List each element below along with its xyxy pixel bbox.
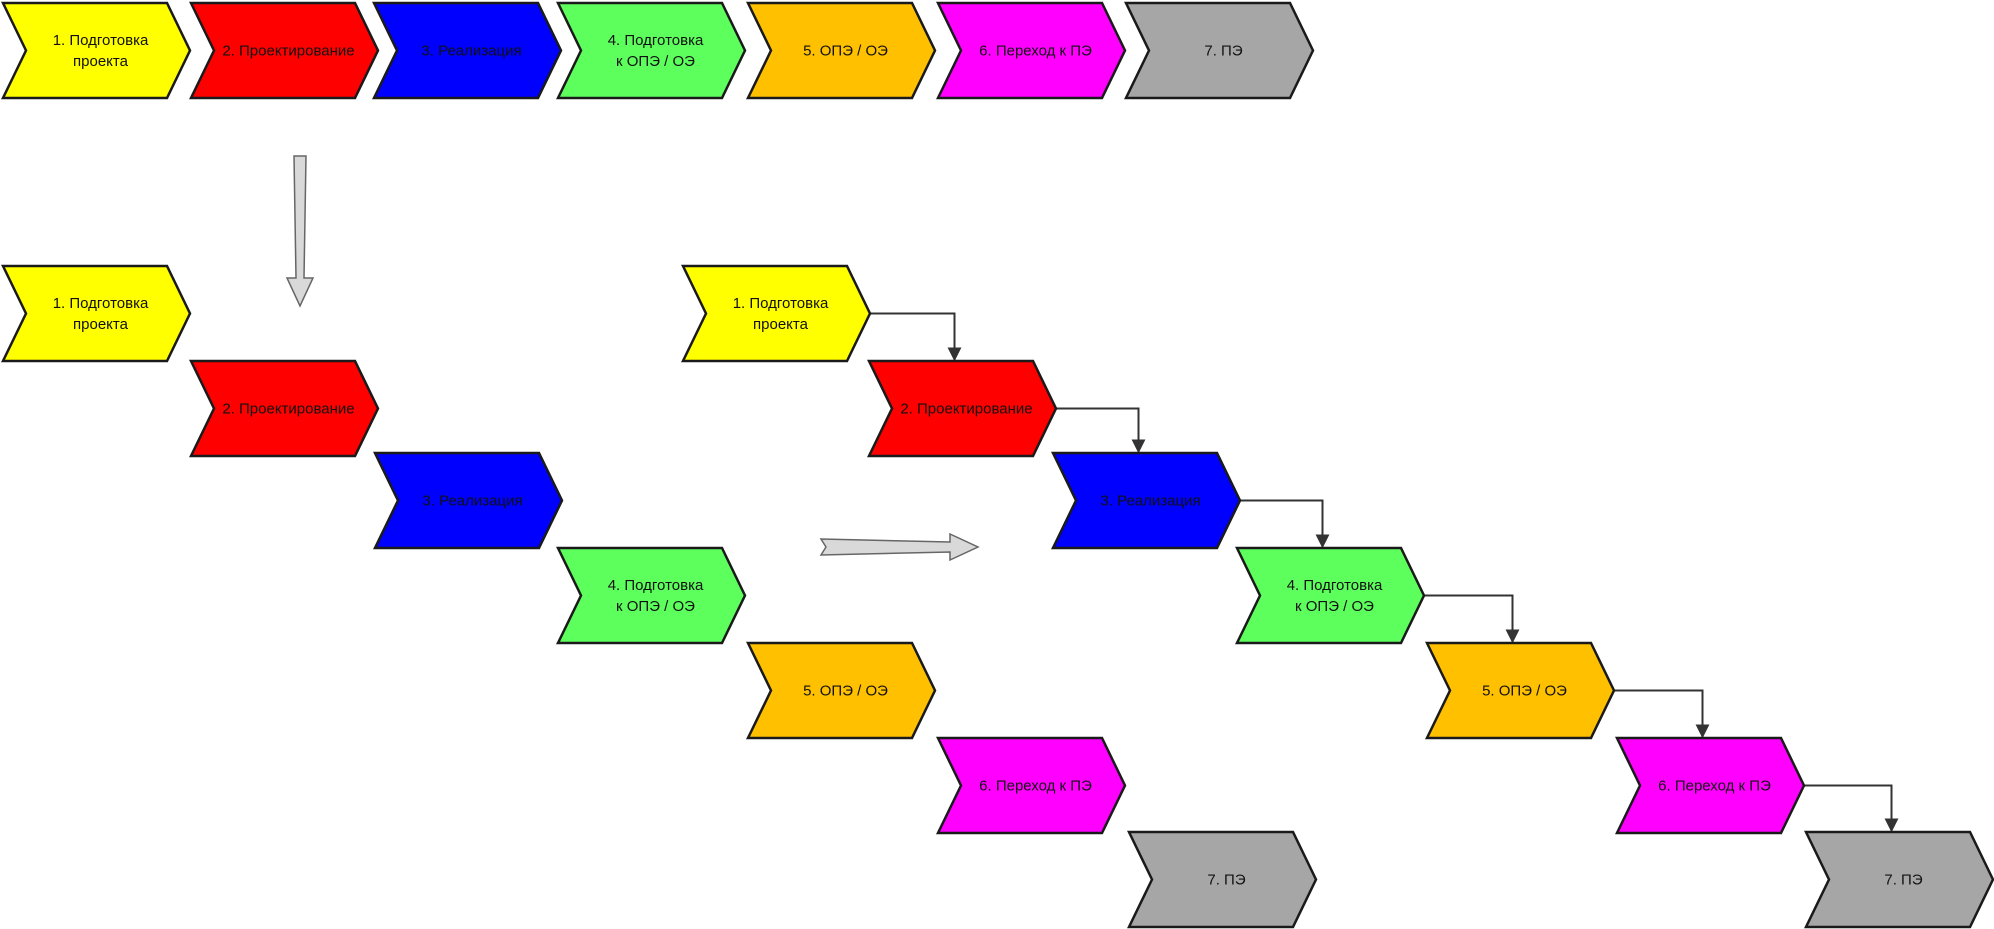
stage-label: 1. Подготовка xyxy=(53,32,149,49)
connector-arrow xyxy=(1614,689,1710,739)
stage-chevron-s2: 2. Проектирование xyxy=(867,359,1058,458)
chevron-shape xyxy=(373,451,564,550)
chevron-shape xyxy=(556,546,747,645)
stage-chevron-s7: 7. ПЭ xyxy=(1124,1,1315,100)
stage-chevron-s3: 3. Реализация xyxy=(373,451,564,550)
chevron-shape xyxy=(1804,830,1994,929)
chevron-shape xyxy=(556,1,747,100)
stage-label: проекта xyxy=(73,316,129,333)
stage-chevron-s5: 5. ОПЭ / ОЭ xyxy=(746,1,937,100)
stage-chevron-s5: 5. ОПЭ / ОЭ xyxy=(746,641,937,740)
chevron-shape xyxy=(1127,830,1318,929)
stage-label: 7. ПЭ xyxy=(1204,43,1242,60)
chevron-shape xyxy=(867,359,1058,458)
stage-label: 3. Реализация xyxy=(1100,493,1200,510)
stage-label: 7. ПЭ xyxy=(1884,872,1922,889)
stage-label: 2. Проектирование xyxy=(900,401,1032,418)
chevron-shape xyxy=(1051,451,1242,550)
connector-arrow xyxy=(1804,784,1899,833)
chevron-shape xyxy=(189,1,380,100)
stage-label: 4. Подготовка xyxy=(1287,577,1383,594)
stage-label: 4. Подготовка xyxy=(608,577,704,594)
chevron-shape xyxy=(1235,546,1426,645)
chevron-shape xyxy=(1,264,192,363)
stage-label: 5. ОПЭ / ОЭ xyxy=(803,43,888,60)
chevron-shape xyxy=(936,736,1127,835)
stage-chevron-s5: 5. ОПЭ / ОЭ xyxy=(1425,641,1616,740)
stage-label: 6. Переход к ПЭ xyxy=(979,43,1092,60)
stage-chevron-s1: 1. Подготовка проекта xyxy=(1,1,192,100)
stage-chevron-s3: 3. Реализация xyxy=(1051,451,1242,550)
arrow-right-icon xyxy=(819,532,980,562)
chevron-shape xyxy=(372,1,563,100)
arrow-down-icon xyxy=(285,155,315,308)
connector-arrow xyxy=(1240,499,1330,549)
stage-label: к ОПЭ / ОЭ xyxy=(616,598,695,615)
stage-label: 2. Проектирование xyxy=(222,43,354,60)
stage-chevron-s4: 4. Подготовка к ОПЭ / ОЭ xyxy=(556,1,747,100)
chevron-shape xyxy=(1,1,192,100)
stage-label: к ОПЭ / ОЭ xyxy=(616,53,695,70)
stage-label: 4. Подготовка xyxy=(608,32,704,49)
top-row: 1. Подготовка проекта 2. Проектирование 3. … xyxy=(1,1,1315,100)
stage-label: 6. Переход к ПЭ xyxy=(979,778,1092,795)
cascade-linked: 1. Подготовка проекта 2. Проектирование 3. … xyxy=(681,264,1994,929)
stage-label: 5. ОПЭ / ОЭ xyxy=(1482,683,1567,700)
stage-label: 2. Проектирование xyxy=(222,401,354,418)
chevron-shape xyxy=(746,641,937,740)
stage-label: 6. Переход к ПЭ xyxy=(1658,778,1771,795)
stage-chevron-s7: 7. ПЭ xyxy=(1127,830,1318,929)
stage-chevron-s6: 6. Переход к ПЭ xyxy=(936,736,1127,835)
stage-label: 5. ОПЭ / ОЭ xyxy=(803,683,888,700)
stage-label: 1. Подготовка xyxy=(733,295,829,312)
stage-chevron-s3: 3. Реализация xyxy=(372,1,563,100)
stage-chevron-s6: 6. Переход к ПЭ xyxy=(1615,736,1806,835)
stage-chevron-s4: 4. Подготовка к ОПЭ / ОЭ xyxy=(556,546,747,645)
connector-arrow xyxy=(1056,407,1146,454)
stage-label: 3. Реализация xyxy=(422,493,522,510)
stage-label: 1. Подготовка xyxy=(53,295,149,312)
stage-label: 7. ПЭ xyxy=(1207,872,1245,889)
cascade-plain: 1. Подготовка проекта 2. Проектирование 3. … xyxy=(1,264,1318,929)
stage-chevron-s2: 2. Проектирование xyxy=(189,359,380,458)
stage-chevron-s7: 7. ПЭ xyxy=(1804,830,1994,929)
chevron-shape xyxy=(936,1,1127,100)
stage-connectors xyxy=(870,312,1899,833)
stage-label: проекта xyxy=(753,316,809,333)
stage-label: к ОПЭ / ОЭ xyxy=(1295,598,1374,615)
chevron-shape xyxy=(681,264,872,363)
chevron-shape xyxy=(189,359,380,458)
stage-chevron-s1: 1. Подготовка проекта xyxy=(1,264,192,363)
stage-label: 3. Реализация xyxy=(421,43,521,60)
stage-chevron-s4: 4. Подготовка к ОПЭ / ОЭ xyxy=(1235,546,1426,645)
stage-chevron-s6: 6. Переход к ПЭ xyxy=(936,1,1127,100)
stage-chevron-s1: 1. Подготовка проекта xyxy=(681,264,872,363)
connector-arrow xyxy=(1424,594,1520,644)
stage-chevron-s2: 2. Проектирование xyxy=(189,1,380,100)
chevron-shape xyxy=(746,1,937,100)
chevron-shape xyxy=(1615,736,1806,835)
chevron-shape xyxy=(1425,641,1616,740)
transition-arrows xyxy=(285,155,980,562)
connector-arrow xyxy=(870,312,962,362)
chevron-shape xyxy=(1124,1,1315,100)
stage-label: проекта xyxy=(73,53,129,70)
